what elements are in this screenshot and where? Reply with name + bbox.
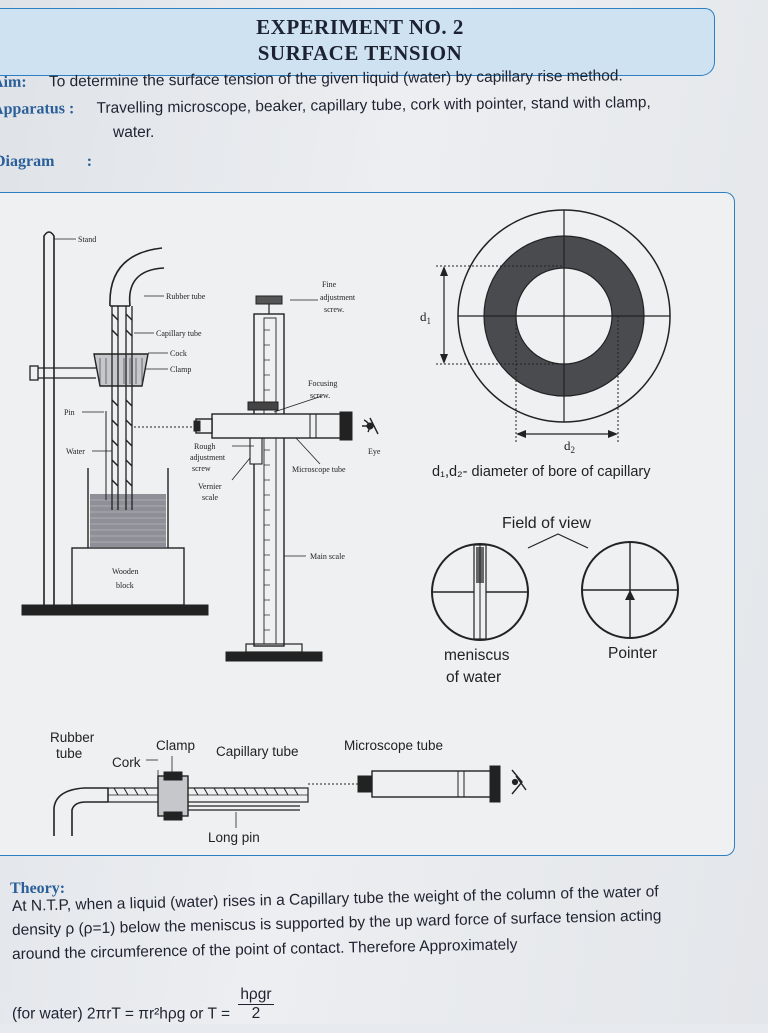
diagram-heading: Diagram : (0, 153, 92, 171)
experiment-title: SURFACE TENSION (257, 41, 463, 65)
theory-label: Theory: (10, 880, 66, 897)
label-stand: Stand (78, 235, 96, 244)
label-eye: Eye (368, 447, 381, 456)
capillary-tube (111, 306, 133, 510)
label-wooden-1: Wooden (112, 567, 138, 576)
horizontal-assembly (53, 756, 527, 836)
capillary-cross-section (436, 209, 671, 442)
label-rubber-tube-b1: Rubber (50, 730, 95, 745)
fine-adjustment-screw (255, 295, 283, 305)
label-rough-1: Rough (194, 442, 215, 451)
formula-numerator: hρgr (238, 986, 274, 1005)
eyepiece (339, 411, 353, 441)
label-vernier-2: scale (202, 493, 218, 502)
label-rubber-tube: Rubber tube (166, 292, 206, 301)
formula-fraction: hρgr 2 (238, 986, 274, 1023)
beaker-water (90, 494, 166, 547)
field-of-view-bracket (527, 533, 589, 549)
microscope-label-lines (231, 299, 323, 557)
formula-prefix: (for water) 2πrT = πr²hρg or T = (12, 1005, 230, 1023)
stand-base (21, 604, 209, 616)
vernier-scale (249, 437, 263, 465)
label-fine-2: adjustment (320, 293, 356, 302)
cork-bottom (157, 775, 189, 817)
label-pointer: Pointer (608, 645, 657, 662)
experiment-title-box: EXPERIMENT NO. 2 SURFACE TENSION (0, 8, 715, 76)
diagram-colon: : (86, 153, 93, 170)
stand-rod (43, 231, 55, 608)
label-capillary-tube-b: Capillary tube (216, 744, 299, 759)
label-pin: Pin (64, 408, 75, 417)
label-capillary-tube: Capillary tube (156, 329, 202, 338)
label-clamp-b: Clamp (156, 738, 195, 753)
label-wooden-2: block (116, 581, 134, 590)
rubber-tube (109, 247, 163, 307)
microscope-tube (211, 413, 345, 439)
clamp-knob (29, 365, 39, 381)
focusing-screw (247, 401, 279, 411)
label-d2: d2 (564, 438, 575, 455)
main-scale-ticks (264, 329, 270, 631)
rubber-tube-bottom (53, 787, 108, 836)
label-water: Water (66, 447, 85, 456)
field-of-view-title: Field of view (502, 515, 591, 532)
label-focusing-2: screw. (310, 391, 330, 400)
label-microscope-tube-b: Microscope tube (344, 738, 443, 753)
diameter-caption: d₁,d₂- diameter of bore of capillary (432, 464, 651, 480)
eye-icon-bottom (511, 769, 527, 795)
d1-arrows (440, 266, 448, 364)
microscope-base (225, 651, 323, 662)
apparatus-text-line2: water. (113, 124, 155, 141)
label-vernier-1: Vernier (198, 482, 222, 491)
pointer-view (581, 541, 679, 639)
theory-formula: (for water) 2πrT = πr²hρg or T = hρgr 2 (12, 986, 274, 1033)
label-focusing-1: Focusing (308, 379, 337, 388)
label-fine-3: screw. (324, 305, 344, 314)
label-long-pin: Long pin (208, 830, 260, 845)
clamp-cork (93, 353, 149, 387)
pointer-tip-icon (625, 590, 635, 600)
meniscus-view (431, 543, 529, 641)
label-rough-2: adjustment (190, 453, 226, 462)
label-rough-3: screw (192, 464, 211, 473)
label-fine-1: Fine (322, 280, 337, 289)
microscope-tube-bottom (371, 770, 497, 798)
label-cork-b: Cork (112, 755, 141, 770)
experiment-number: EXPERIMENT NO. 2 (256, 15, 464, 39)
stand-labels (54, 238, 168, 452)
diagram-label: Diagram (0, 153, 55, 170)
formula-denominator: 2 (251, 1005, 261, 1022)
clamp-bottom (163, 771, 183, 781)
wooden-block (71, 547, 185, 606)
travelling-microscope (193, 295, 379, 662)
label-cork: Cock (170, 349, 187, 358)
label-microscope-tube: Microscope tube (292, 465, 346, 474)
stand-assembly (21, 231, 209, 616)
beaker (87, 468, 169, 548)
label-clamp: Clamp (170, 365, 191, 374)
label-meniscus-2: of water (446, 669, 501, 686)
label-main-scale: Main scale (310, 552, 345, 561)
label-d1: d1 (420, 309, 431, 326)
label-meniscus-1: meniscus (444, 647, 510, 664)
label-rubber-tube-b2: tube (56, 746, 82, 761)
